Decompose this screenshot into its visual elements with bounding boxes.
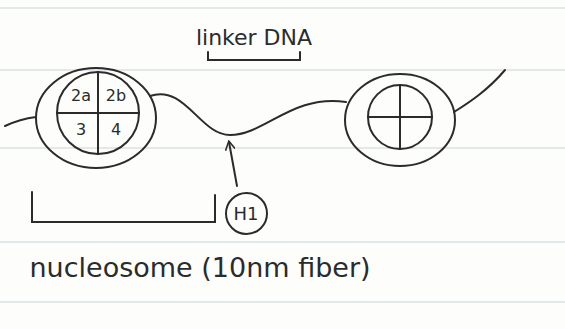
dna-strand xyxy=(150,94,346,135)
pointer-arrow xyxy=(229,142,237,186)
caption-label: nucleosome (10nm fiber) xyxy=(26,252,373,283)
part-label: linker DNA xyxy=(193,25,315,50)
node-text: H1 xyxy=(234,203,259,224)
dna-strand xyxy=(5,117,36,126)
nucleosome-outer xyxy=(345,74,455,166)
core-divider xyxy=(368,116,432,118)
bracket xyxy=(32,192,215,222)
bracket xyxy=(208,52,300,60)
dna-strand xyxy=(454,70,505,112)
histone-core xyxy=(368,85,432,149)
circled-label: H1 xyxy=(225,192,268,235)
histone-number: 4 xyxy=(111,121,121,139)
histone-number: 2a xyxy=(71,87,91,105)
histone-number: 2b xyxy=(106,87,126,105)
core-divider xyxy=(57,112,139,114)
histone-core xyxy=(57,72,139,154)
nucleosome-outer xyxy=(36,68,156,168)
ruled-lines xyxy=(0,8,565,302)
histone-number: 3 xyxy=(76,121,86,139)
